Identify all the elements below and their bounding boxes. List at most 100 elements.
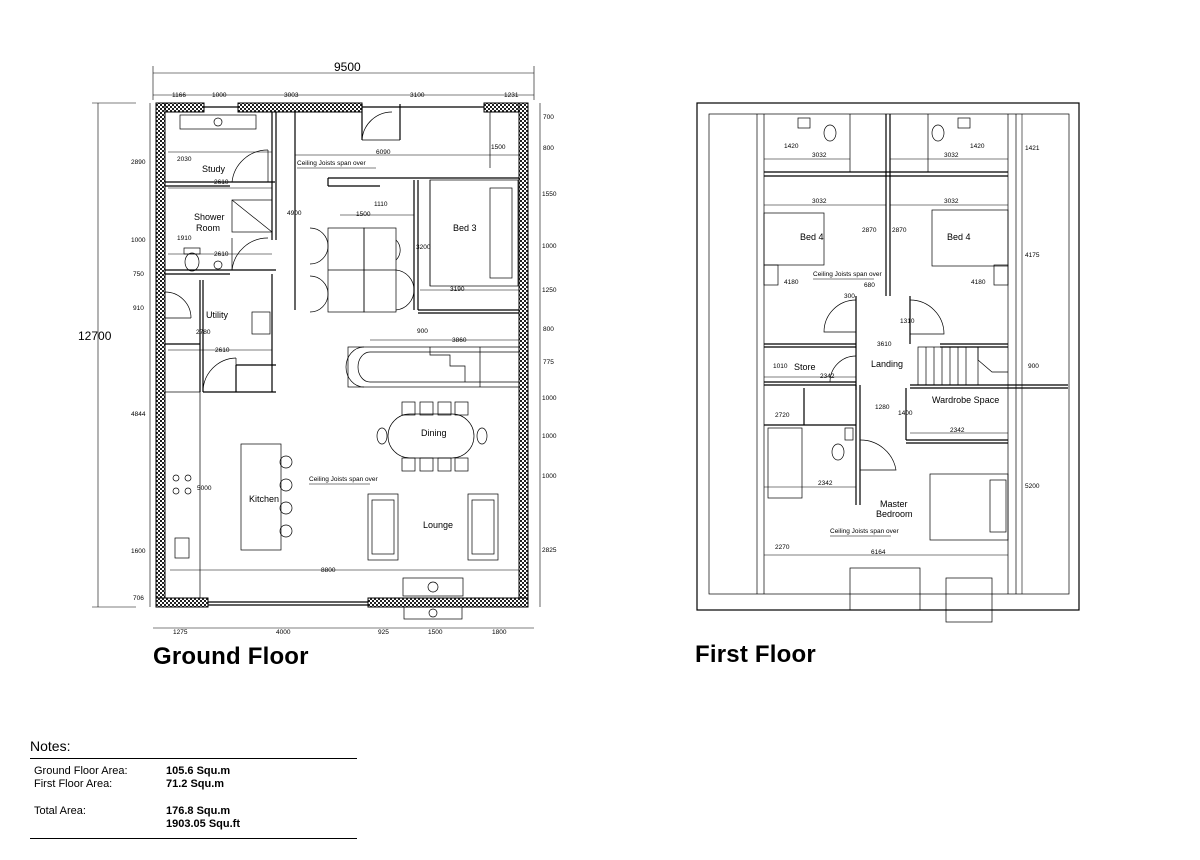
ff-dimension-lines [764, 114, 1023, 594]
total-area-value-ft: 1903.05 Squ.ft [166, 818, 240, 830]
room-wardrobe-label: Wardrobe Space [932, 395, 999, 405]
ff-dim: 3032 [944, 198, 959, 205]
gf-top-dim: 1231 [504, 92, 519, 99]
ff-dim: 2342 [820, 373, 835, 380]
gf-inner-dim: 3860 [452, 337, 467, 344]
ff-dim: 300 [844, 293, 855, 300]
gf-top-dim: 3003 [284, 92, 299, 99]
room-bed4-right-label: Bed 4 [947, 232, 971, 242]
gf-bottom-dim: 1800 [492, 629, 507, 636]
total-area-label: Total Area: [34, 805, 86, 817]
gf-left-dim: 750 [133, 271, 144, 278]
notes-row: Ground Floor Area: 105.6 Squ.m [30, 765, 357, 778]
gf-inner-dim: 3190 [450, 286, 465, 293]
room-landing-label: Landing [871, 359, 903, 369]
joist-note: Ceiling Joists span over [813, 271, 882, 278]
gf-inner-dim: 1500 [491, 144, 506, 151]
gf-inner-dim: 8800 [321, 567, 336, 574]
gf-left-dim: 706 [133, 595, 144, 602]
ff-furniture [763, 117, 1009, 623]
ff-dim: 900 [1028, 363, 1039, 370]
ff-dim: 1420 [970, 143, 985, 150]
gf-inner-dim: 3200 [416, 244, 431, 251]
first-area-value: 71.2 Squ.m [166, 778, 225, 790]
kitchen-island [164, 311, 293, 599]
gf-internal-walls [165, 112, 519, 393]
gf-inner-dim: 4900 [287, 210, 302, 217]
room-bed3-label: Bed 3 [453, 223, 477, 233]
gf-right-dim: 2825 [542, 547, 557, 554]
gf-overall-width: 9500 [334, 60, 361, 74]
ff-dim: 4180 [971, 279, 986, 286]
ff-dim: 5200 [1025, 483, 1040, 490]
ff-dim: 1310 [900, 318, 915, 325]
ff-stairs [917, 346, 1008, 386]
gf-inner-dim: 2030 [177, 156, 192, 163]
gf-left-dim: 4844 [131, 411, 146, 418]
gf-inner-dim: 1910 [177, 235, 192, 242]
ground-floor-plan: 9500 12700 1166 1000 3003 3100 1231 1275… [78, 60, 557, 636]
ff-dim: 3610 [877, 341, 892, 348]
room-dining-label: Dining [421, 428, 447, 438]
gf-right-dim: 1000 [542, 473, 557, 480]
ff-dim: 1420 [784, 143, 799, 150]
dining-table [376, 401, 488, 472]
shower-fixtures [179, 114, 273, 272]
room-bed4-left-label: Bed 4 [800, 232, 824, 242]
gf-right-dim: 1000 [542, 395, 557, 402]
room-master-label: Master [880, 499, 908, 509]
gf-inner-dim: 6090 [376, 149, 391, 156]
gf-inner-dim: 1500 [356, 211, 371, 218]
joist-note: Ceiling Joists span over [830, 528, 899, 535]
gf-inner-dim: 5000 [197, 485, 212, 492]
notes-row: First Floor Area: 71.2 Squ.m [30, 778, 357, 791]
notes-row: Total Area: 176.8 Squ.m [30, 805, 357, 818]
ff-doors [823, 299, 945, 471]
ff-dim: 1010 [773, 363, 788, 370]
ff-dim: 1280 [875, 404, 890, 411]
gf-right-dim: 1000 [542, 243, 557, 250]
gf-inner-dim: 900 [417, 328, 428, 335]
bed3-furniture [429, 179, 519, 287]
ff-dim: 1400 [898, 410, 913, 417]
joist-note: Ceiling Joists span over [309, 476, 378, 483]
room-study-label: Study [202, 164, 226, 174]
gf-inner-dim: 2610 [215, 347, 230, 354]
gf-inner-dim: 2610 [214, 251, 229, 258]
room-lounge-label: Lounge [423, 520, 453, 530]
gf-external-walls [155, 102, 529, 608]
gf-doors [164, 149, 415, 393]
gf-staircase [345, 346, 520, 388]
gf-right-dim: 775 [543, 359, 554, 366]
ff-dim: 4175 [1025, 252, 1040, 259]
gf-left-dim: 1600 [131, 548, 146, 555]
joist-note: Ceiling Joists span over [297, 160, 366, 167]
gf-right-dim: 1250 [542, 287, 557, 294]
ground-floor-title: Ground Floor [153, 643, 309, 670]
ff-dim: 1421 [1025, 145, 1040, 152]
ground-area-label: Ground Floor Area: [34, 765, 128, 777]
gf-right-dim: 800 [543, 145, 554, 152]
first-floor-plan: 1420 3032 3032 1420 1421 3032 3032 2870 … [696, 102, 1080, 623]
room-shower-label: Shower Room [194, 212, 227, 233]
gf-right-dim: 1000 [542, 433, 557, 440]
ff-dim: 2342 [950, 427, 965, 434]
room-shower-line-2: Room [196, 223, 220, 233]
gf-bottom-dim: 4000 [276, 629, 291, 636]
ff-dim: 6164 [871, 549, 886, 556]
gf-left-dim: 1000 [131, 237, 146, 244]
gf-overall-depth: 12700 [78, 329, 112, 343]
gf-right-dim: 700 [543, 114, 554, 121]
notes-table: Ground Floor Area: 105.6 Squ.m First Flo… [30, 765, 357, 839]
notes-heading: Notes: [30, 738, 357, 759]
gf-inner-dim: 2780 [196, 329, 211, 336]
notes-panel: Notes: Ground Floor Area: 105.6 Squ.m Fi… [30, 738, 357, 839]
gf-top-dim: 3100 [410, 92, 425, 99]
gf-right-dim: 1550 [542, 191, 557, 198]
ground-area-value: 105.6 Squ.m [166, 765, 231, 777]
room-kitchen-label: Kitchen [249, 494, 279, 504]
gf-top-dim: 1166 [172, 92, 186, 99]
ff-dim: 3032 [944, 152, 959, 159]
notes-row: 1903.05 Squ.ft [30, 818, 357, 831]
first-floor-title: First Floor [695, 641, 816, 668]
